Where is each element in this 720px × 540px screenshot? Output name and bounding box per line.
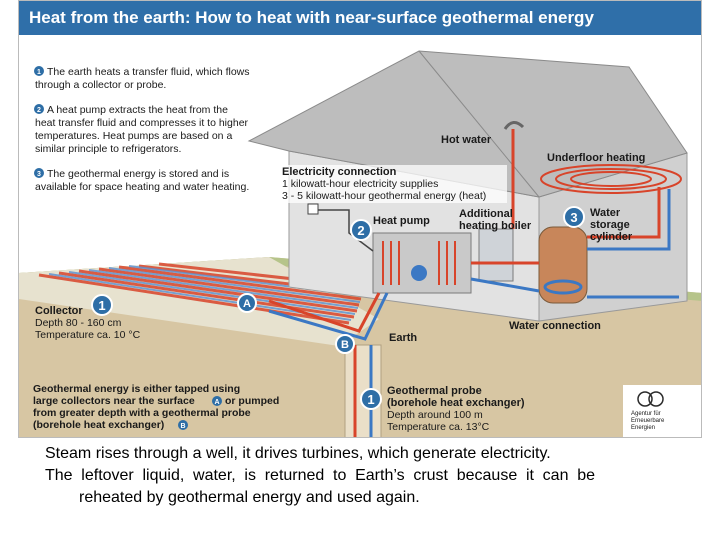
bottom-note-line-1: Geothermal energy is either tapped using <box>33 383 240 395</box>
electricity-socket <box>307 203 319 215</box>
step-2-marker <box>34 104 44 114</box>
step-list: 1 The earth heats a transfer fluid, whic… <box>34 66 250 193</box>
collector-back-pipe <box>268 292 389 341</box>
logo-mark-left <box>637 391 653 407</box>
marker-3-storage <box>563 206 585 228</box>
heat-pump-unit <box>372 232 472 294</box>
label-probe-line-1: (borehole heat exchanger) <box>387 397 525 409</box>
electricity-wire <box>314 209 374 252</box>
step-2-line-1: A heat pump extracts the heat from the <box>47 104 228 116</box>
label-storage-line-3: cylinder <box>590 231 633 243</box>
logo-line-3: Energien <box>631 425 655 431</box>
label-probe-title: Geothermal probe <box>387 385 482 397</box>
marker-1-probe-text: 1 <box>367 392 374 407</box>
step-2-line-4: similar principle to refrigerators. <box>35 143 181 155</box>
label-storage-line-1: Water <box>590 207 621 219</box>
bottom-note-line-2: large collectors near the surface <box>33 395 195 407</box>
marker-a <box>237 293 257 313</box>
label-heat-pump: Heat pump <box>373 215 430 227</box>
heating-boiler <box>478 228 514 282</box>
step-3-marker <box>34 168 44 178</box>
logo-line-1: Agentur für <box>631 411 661 417</box>
step-3-line-2: available for space heating and water he… <box>35 181 249 193</box>
agency-logo: Agentur für Erneuerbare Energien <box>623 385 701 437</box>
bottom-note-marker-b-text: B <box>180 423 185 430</box>
marker-2-heat-pump-text: 2 <box>357 223 364 238</box>
caption-paragraph-1: Steam rises through a well, it drives tu… <box>45 445 551 462</box>
caption-paragraph-2: The leftover liquid, water, is returned … <box>45 467 595 506</box>
step-2-line-3: temperatures. Heat pumps are based on a <box>35 130 232 142</box>
diagram-illustration: 1 The earth heats a transfer fluid, whic… <box>19 50 701 437</box>
marker-2-heat-pump <box>350 219 372 241</box>
electricity-label-bg <box>279 165 507 203</box>
marker-b <box>335 334 355 354</box>
bottom-note-line-3: from greater depth with a geothermal pro… <box>33 407 251 419</box>
bottom-note-line-2b: or pumped <box>225 395 279 407</box>
geothermal-diagram: Heat from the earth: How to heat with ne… <box>18 0 702 438</box>
step-3-marker-text: 3 <box>37 171 41 178</box>
marker-b-text: B <box>341 339 349 351</box>
label-collector-line-1: Depth 80 - 160 cm <box>35 317 122 329</box>
collector-feed-pipe <box>268 292 381 333</box>
bottom-note-marker-a-text: A <box>214 399 219 406</box>
slide-caption: Steam rises through a well, it drives tu… <box>45 443 595 509</box>
marker-3-storage-text: 3 <box>570 210 577 225</box>
step-3-line-1: The geothermal energy is stored and is <box>47 168 229 180</box>
underfloor-heating-coil <box>540 164 682 194</box>
label-electricity-line-1: 1 kilowatt-hour electricity supplies <box>282 178 438 190</box>
floor-return-pipe <box>587 189 671 251</box>
logo-mark-right <box>648 391 664 407</box>
marker-1-probe <box>360 388 382 410</box>
label-electricity-title: Electricity connection <box>282 166 397 178</box>
step-1-line-1: The earth heats a transfer fluid, which … <box>47 66 250 78</box>
step-1-marker-text: 1 <box>37 69 41 76</box>
label-collector-title: Collector <box>35 305 83 317</box>
marker-a-text: A <box>243 298 251 310</box>
bottom-note-marker-a <box>212 396 222 406</box>
heat-pump-coils <box>382 241 456 285</box>
diagram-title: Heat from the earth: How to heat with ne… <box>19 1 701 35</box>
bottom-note-marker-b <box>178 420 188 430</box>
compressor <box>411 265 427 281</box>
label-hot-water: Hot water <box>441 134 492 146</box>
label-water-connection: Water connection <box>509 320 601 332</box>
label-boiler-line-1: Additional <box>459 208 513 220</box>
label-boiler-line-2: heating boiler <box>459 220 532 232</box>
logo-line-2: Erneuerbare <box>631 418 665 424</box>
label-electricity-line-2: 3 - 5 kilowatt-hour geothermal energy (h… <box>282 190 486 202</box>
step-2-marker-text: 2 <box>37 107 41 114</box>
step-1-marker <box>34 66 44 76</box>
cylinder-coil <box>543 279 583 295</box>
marker-1-collector-text: 1 <box>98 298 105 313</box>
cylinder-return-pipe <box>470 277 540 293</box>
bottom-note-line-4: (borehole heat exchanger) <box>33 419 164 431</box>
label-probe-line-2: Depth around 100 m <box>387 409 483 421</box>
collector-return-pipes <box>48 265 364 321</box>
label-probe-line-3: Temperature ca. 13°C <box>387 421 490 433</box>
label-underfloor-heating: Underfloor heating <box>547 152 645 164</box>
step-2-line-2: heat transfer fluid and compresses it to… <box>35 117 249 129</box>
roof-ridge <box>418 50 540 198</box>
tap <box>503 121 525 130</box>
marker-1-collector <box>91 294 113 316</box>
step-1-line-2: through a collector or probe. <box>35 79 166 91</box>
label-storage-line-2: storage <box>590 219 630 231</box>
label-earth: Earth <box>389 332 417 344</box>
label-collector-line-2: Temperature ca. 10 °C <box>35 329 141 341</box>
floor-heating-pipe <box>587 187 661 239</box>
